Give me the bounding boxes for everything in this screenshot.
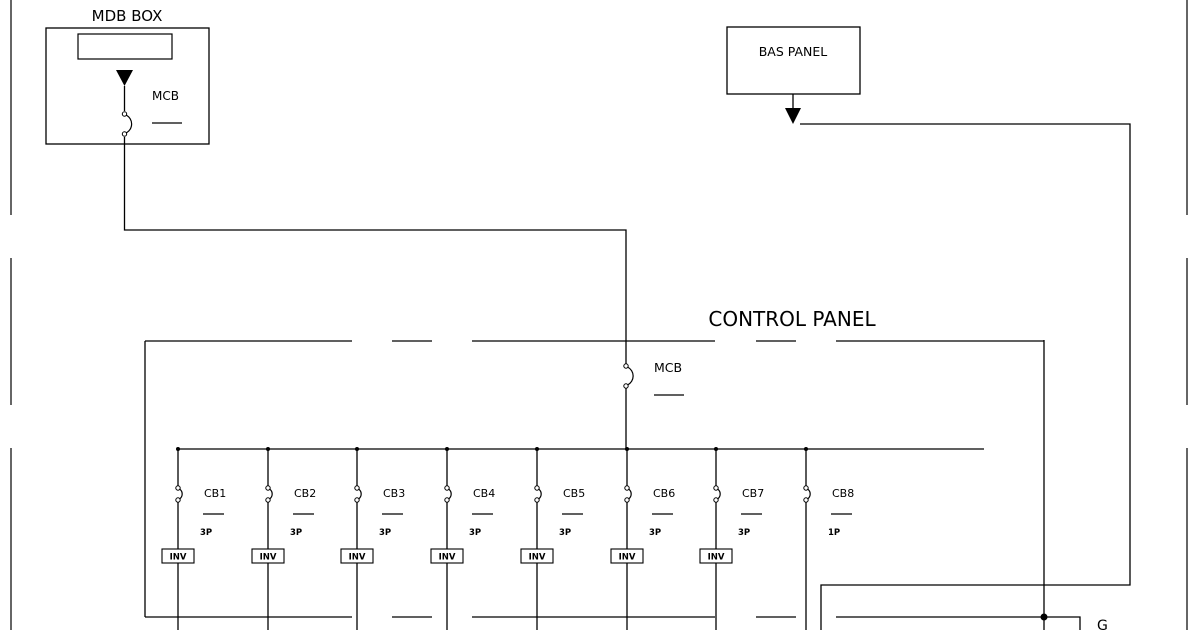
branch-breaker-symbol (265, 485, 273, 503)
inverter-label: INV (529, 553, 546, 563)
corner-label: G (1097, 618, 1108, 630)
branch-1: CB1 3P INV (161, 447, 226, 630)
main-breaker-label: MCB (654, 360, 682, 375)
branch-breaker-label: CB2 (294, 487, 316, 500)
control-panel-border (144, 340, 1044, 618)
branch-breaker-symbol (354, 485, 362, 503)
bas-panel-signal-line (800, 123, 1131, 630)
branch-breaker-label: CB5 (563, 487, 585, 500)
breaker-symbols (121, 111, 634, 389)
inverter-label: INV (439, 553, 456, 563)
branch-4: CB4 3P INV (430, 447, 495, 630)
mdb-incoming-arrow (116, 70, 133, 86)
branch-7: CB7 3P INV (699, 447, 764, 630)
branch-breaker-symbol (803, 485, 811, 503)
branch-breaker-label: CB4 (473, 487, 495, 500)
bas-panel-frame (726, 26, 861, 95)
branch-6: CB6 3P INV (610, 447, 675, 630)
branch-poles-label: 1P (828, 528, 840, 538)
control-panel-title: CONTROL PANEL (708, 307, 876, 331)
control-panel: CONTROL PANEL MCB (144, 307, 1044, 618)
inverter-label: INV (170, 553, 187, 563)
branch-3: CB3 3P INV (340, 447, 405, 630)
branch-8: CB8 1P (803, 447, 854, 630)
mdb-box: MDB BOX MCB (45, 7, 210, 145)
inverter-label: INV (260, 553, 277, 563)
branch-poles-label: 3P (469, 528, 481, 538)
feeder-wires (123, 123, 1131, 630)
mdb-breaker-symbol (121, 111, 133, 137)
mdb-breaker-label: MCB (152, 89, 179, 103)
branch-5: CB5 3P INV (520, 447, 585, 630)
branch-2: CB2 3P INV (251, 447, 316, 630)
branch-poles-label: 3P (200, 528, 212, 538)
lower-right-enclosure (1044, 616, 1081, 630)
branch-breaker-label: CB6 (653, 487, 675, 500)
mdb-to-control-feeder (123, 137, 627, 366)
branch-poles-label: 3P (559, 528, 571, 538)
branch-breaker-label: CB7 (742, 487, 764, 500)
branch-poles-label: 3P (290, 528, 302, 538)
bas-panel-arrow (785, 108, 801, 124)
branch-poles-label: 3P (649, 528, 661, 538)
branch-breaker-symbol (624, 485, 632, 503)
main-breaker-symbol (623, 363, 634, 389)
branch-breaker-label: CB3 (383, 487, 405, 500)
branch-breaker-label: CB8 (832, 487, 854, 500)
branch-poles-label: 3P (738, 528, 750, 538)
branch-breaker-label: CB1 (204, 487, 226, 500)
branch-poles-label: 3P (379, 528, 391, 538)
bas-panel-title: BAS PANEL (759, 44, 828, 59)
branch-breaker-symbol (175, 485, 183, 503)
mdb-meter (77, 33, 173, 60)
mdb-box-frame (45, 27, 210, 145)
branch-breaker-symbol (534, 485, 542, 503)
inverter-label: INV (708, 553, 725, 563)
branch-circuits: CB1 3P INV CB2 3P INV CB3 3P INV CB4 3P INV CB5 3P INV… (161, 447, 854, 630)
mdb-box-title: MDB BOX (92, 7, 163, 25)
bas-panel: BAS PANEL (726, 26, 861, 124)
inverter-label: INV (349, 553, 366, 563)
inverter-label: INV (619, 553, 636, 563)
margin-marks (10, 0, 1188, 630)
branch-breaker-symbol (713, 485, 721, 503)
branch-breaker-symbol (444, 485, 452, 503)
